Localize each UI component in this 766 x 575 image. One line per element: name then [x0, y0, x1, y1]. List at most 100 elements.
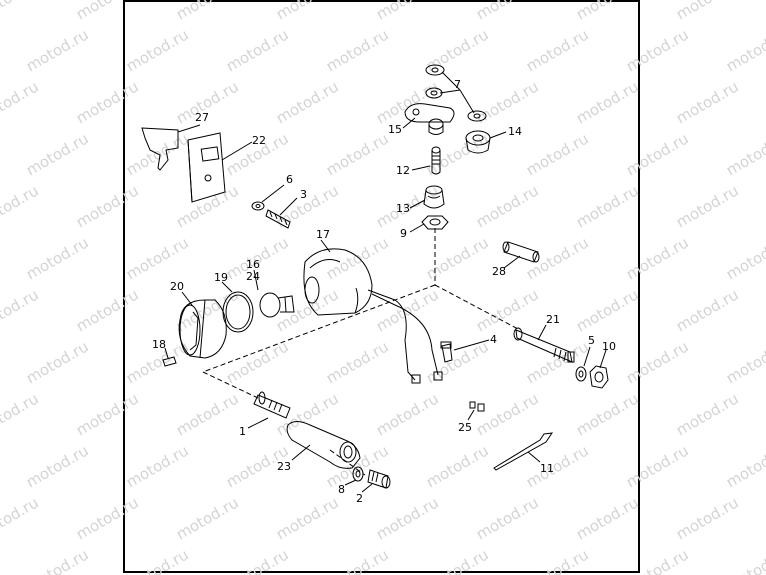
watermark-text: motod.ru — [73, 77, 142, 127]
label-18: 18 — [152, 338, 166, 351]
watermark-text: motod.ru — [323, 129, 392, 179]
watermark-text: motod.ru — [123, 25, 192, 75]
watermark-text: motod.ru — [423, 129, 492, 179]
watermark-text: motod.ru — [573, 77, 642, 127]
part-16-bulb — [259, 292, 295, 318]
watermark-text: motod.ru — [673, 77, 742, 127]
part-28-sleeve — [502, 241, 540, 263]
watermark-text: motod.ru — [423, 441, 492, 491]
watermark-text: motod.ru — [423, 233, 492, 283]
part-7-washers — [425, 64, 487, 122]
watermark-text: motod.ru — [673, 181, 742, 231]
leader-lines — [164, 71, 607, 493]
watermark-text: motod.ru — [423, 545, 492, 575]
label-14: 14 — [508, 125, 522, 138]
watermark-text: motod.ru — [123, 233, 192, 283]
label-1: 1 — [239, 425, 246, 438]
watermark-text: motod.ru — [623, 337, 692, 387]
label-8: 8 — [338, 483, 345, 496]
label-15: 15 — [388, 123, 402, 136]
watermark-text: motod.ru — [373, 285, 442, 335]
part-9-nut — [421, 215, 449, 230]
watermark-text: motod.ru — [523, 545, 592, 575]
watermark-text: motod.ru — [623, 545, 692, 575]
watermark-text: motod.ru — [73, 389, 142, 439]
watermark-text: motod.ru — [623, 441, 692, 491]
watermark-text: motod.ru — [23, 25, 92, 75]
watermark-text: motod.ru — [0, 493, 42, 543]
watermark-text: motod.ru — [623, 25, 692, 75]
label-3: 3 — [300, 188, 307, 201]
watermark-text: motod.ru — [123, 129, 192, 179]
watermark-text: motod.ru — [323, 441, 392, 491]
watermark-text: motod.ru — [673, 493, 742, 543]
watermark-text: motod.ru — [23, 129, 92, 179]
part-13-bushing — [423, 185, 445, 209]
part-10-nut — [589, 365, 609, 389]
diagram-frame — [123, 0, 640, 573]
part-11-cable-tie — [493, 432, 554, 471]
part-17-housing — [303, 248, 443, 384]
watermark-text: motod.ru — [673, 389, 742, 439]
part-1-bolt — [253, 391, 291, 419]
part-6-washer — [251, 201, 265, 211]
watermark-text: motod.ru — [623, 233, 692, 283]
watermark-text: motod.ru — [723, 441, 766, 491]
part-12-pin — [431, 146, 441, 175]
label-17: 17 — [316, 228, 330, 241]
watermark-text: motod.ru — [73, 285, 142, 335]
watermark-text: motod.ru — [273, 493, 342, 543]
watermark-text: motod.ru — [0, 0, 42, 23]
watermark-text: motod.ru — [173, 181, 242, 231]
watermark-text: motod.ru — [273, 0, 342, 23]
watermark-text: motod.ru — [573, 493, 642, 543]
label-4: 4 — [490, 333, 497, 346]
watermark-text: motod.ru — [73, 0, 142, 23]
label-9: 9 — [400, 227, 407, 240]
watermark-text: motod.ru — [473, 181, 542, 231]
part-25-clip — [469, 401, 485, 412]
watermark-text: motod.ru — [373, 0, 442, 23]
watermark-text: motod.ru — [573, 285, 642, 335]
watermark-text: motod.ru — [723, 233, 766, 283]
watermark-text: motod.ru — [223, 337, 292, 387]
label-24: 24 — [246, 270, 260, 283]
watermark-text: motod.ru — [273, 77, 342, 127]
watermark-text: motod.ru — [123, 441, 192, 491]
watermark-text: motod.ru — [723, 545, 766, 575]
part-18-screw — [162, 356, 177, 367]
label-27: 27 — [195, 111, 209, 124]
watermark-text: motod.ru — [0, 77, 42, 127]
watermark-text: motod.ru — [573, 389, 642, 439]
watermark-text: motod.ru — [573, 181, 642, 231]
label-28: 28 — [492, 265, 506, 278]
watermark-text: motod.ru — [473, 493, 542, 543]
watermark-text: motod.ru — [673, 0, 742, 23]
label-13: 13 — [396, 202, 410, 215]
watermark-text: motod.ru — [573, 0, 642, 23]
watermark-text: motod.ru — [723, 25, 766, 75]
watermark-text: motod.ru — [273, 181, 342, 231]
watermark-text: motod.ru — [173, 389, 242, 439]
watermark-text: motod.ru — [0, 181, 42, 231]
watermark-text: motod.ru — [673, 285, 742, 335]
part-21-shaft — [513, 327, 575, 363]
label-25: 25 — [458, 421, 472, 434]
part-27-bracket — [141, 127, 179, 171]
label-2: 2 — [356, 492, 363, 505]
watermark-text: motod.ru — [0, 285, 42, 335]
part-15-plate — [404, 103, 455, 135]
watermark-text: motod.ru — [323, 545, 392, 575]
part-23-arm — [286, 421, 361, 469]
watermark-text: motod.ru — [723, 337, 766, 387]
watermark-text: motod.ru — [323, 337, 392, 387]
watermark-text: motod.ru — [473, 285, 542, 335]
watermark-text: motod.ru — [23, 337, 92, 387]
label-20: 20 — [170, 280, 184, 293]
label-11: 11 — [540, 462, 554, 475]
watermark-text: motod.ru — [23, 441, 92, 491]
watermark-text: motod.ru — [323, 233, 392, 283]
label-6: 6 — [286, 173, 293, 186]
